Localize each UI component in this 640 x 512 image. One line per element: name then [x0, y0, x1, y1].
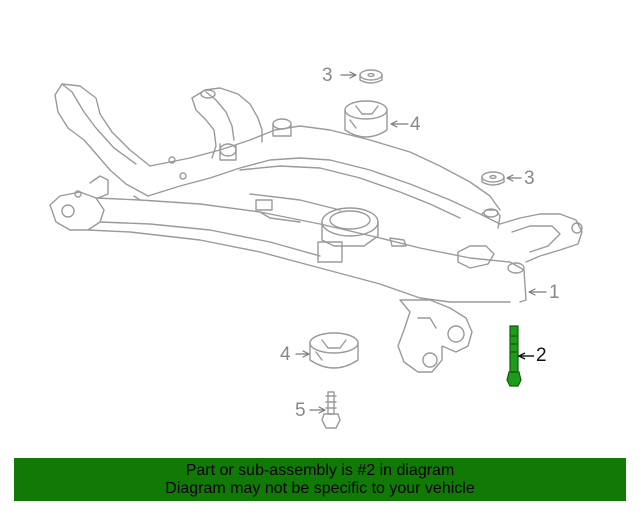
- bolt-part-5: [321, 391, 341, 429]
- callout-3-right: 3: [524, 168, 535, 189]
- leader-lines: [295, 71, 547, 414]
- callout-2: 2: [536, 345, 547, 366]
- caption-banner: Part or sub-assembly is #2 in diagram Di…: [14, 458, 626, 501]
- mount-part-4-upper: [344, 100, 388, 138]
- leader-line-part-2: [517, 352, 534, 360]
- parts-diagram: [49, 69, 583, 429]
- subframe-part-1: [49, 83, 583, 373]
- banner-line-1: Part or sub-assembly is #2 in diagram: [185, 461, 455, 479]
- bolt-part-2: [506, 325, 522, 387]
- callout-5: 5: [295, 400, 306, 421]
- washer-part-3-right: [481, 171, 505, 186]
- callout-1: 1: [549, 282, 560, 303]
- mount-part-4-lower: [309, 332, 359, 369]
- washer-part-3-top: [359, 69, 383, 84]
- callout-4-upper: 4: [410, 114, 421, 135]
- banner-line-2: Diagram may not be specific to your vehi…: [165, 479, 475, 497]
- callout-4-lower: 4: [280, 344, 291, 365]
- callout-3-top: 3: [322, 65, 333, 86]
